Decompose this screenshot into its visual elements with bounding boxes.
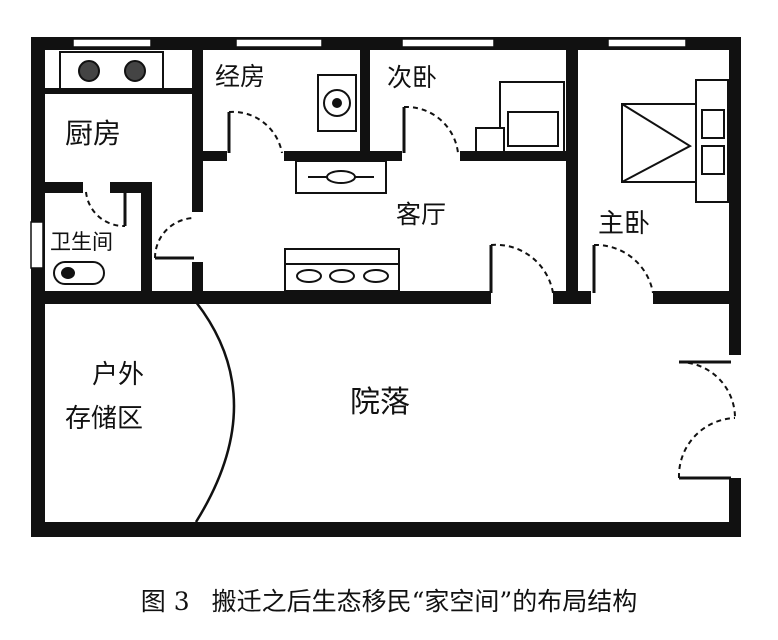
storage-area-boundary <box>194 301 236 523</box>
double-bed <box>621 79 729 203</box>
label-outdoor-storage-line2: 存储区 <box>65 404 143 434</box>
single-bed <box>475 81 565 153</box>
tv-cabinet <box>295 160 387 194</box>
figure-caption: 图 3 搬迁之后生态移民“家空间”的布局结构 <box>0 582 778 618</box>
windows <box>30 38 687 269</box>
figure-title: 搬迁之后生态移民“家空间”的布局结构 <box>211 587 638 616</box>
label-master-bedroom: 主卧 <box>598 209 650 239</box>
interior-walls <box>31 46 741 304</box>
floor-plan: 厨房 经房 次卧 客厅 主卧 卫生间 户外 存储区 院落 <box>30 37 741 537</box>
doors <box>85 105 736 480</box>
label-bathroom: 卫生间 <box>50 230 113 254</box>
label-kitchen: 厨房 <box>65 117 121 150</box>
figure-number: 图 3 <box>140 587 190 616</box>
kitchen-counter <box>45 88 193 94</box>
altar-cabinet <box>317 74 357 132</box>
label-courtyard: 院落 <box>350 385 410 420</box>
sofa <box>284 248 400 292</box>
label-second-bedroom: 次卧 <box>387 63 437 92</box>
bathtub <box>53 261 105 285</box>
outer-walls <box>31 37 741 537</box>
label-outdoor-storage-line1: 户外 <box>92 360 144 390</box>
label-scripture-room: 经房 <box>215 62 265 91</box>
room-labels: 厨房 经房 次卧 客厅 主卧 卫生间 户外 存储区 院落 <box>50 62 650 434</box>
stove <box>59 51 164 91</box>
label-living-room: 客厅 <box>396 200 446 229</box>
